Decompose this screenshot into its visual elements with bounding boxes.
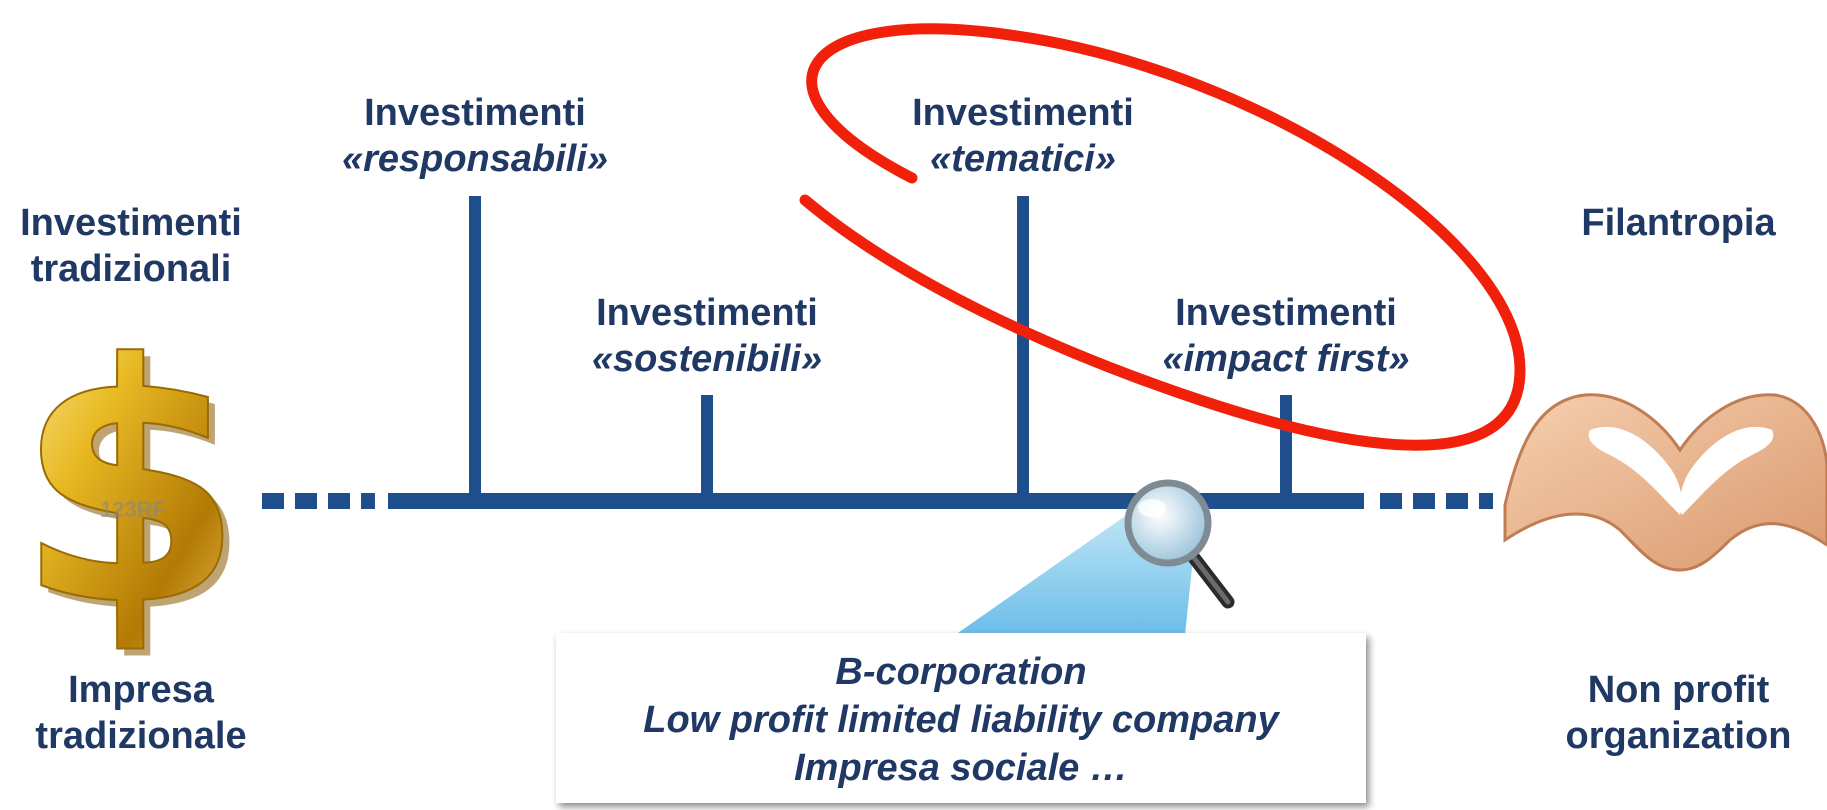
callout-line-l3c: Low profit limited liability company [643,698,1279,741]
label-investimenti-responsabili: Investimenti «responsabili» [341,92,609,181]
highlight-ellipse [799,23,1526,451]
callout-line-b-corporation: B-corporation [835,651,1087,693]
watermark-text: 123RF [100,497,166,522]
label-investimenti-tematici: Investimenti «tematici» [912,92,1134,181]
tick-sostenibili [701,395,713,496]
dotted-line-right [1380,493,1493,509]
label-investimenti-tradizionali: Investimenti tradizionali [20,202,242,291]
svg-text:$: $ [22,301,252,685]
svg-text:$: $ [15,294,245,678]
dotted-line-left [262,493,375,509]
heart-hands-icon [1503,393,1827,572]
label-non-profit-organization: Non profit organization [1565,669,1792,758]
magnifying-glass-icon [1124,479,1235,609]
label-investimenti-impact-first: Investimenti «impact first» [1162,292,1410,381]
axis-line [388,493,1364,509]
tick-tematici [1017,196,1029,496]
callout-line-impresa-sociale: Impresa sociale … [794,746,1128,789]
callout-box: B-corporation Low profit limited liabili… [556,633,1366,803]
dollar-sign-icon: $ $ 123RF [14,293,252,685]
label-investimenti-sostenibili: Investimenti «sostenibili» [591,292,823,381]
tick-impact-first [1280,395,1292,496]
tick-responsabili [469,196,481,496]
label-impresa-tradizionale: Impresa tradizionale [35,669,247,758]
label-filantropia: Filantropia [1581,202,1776,244]
